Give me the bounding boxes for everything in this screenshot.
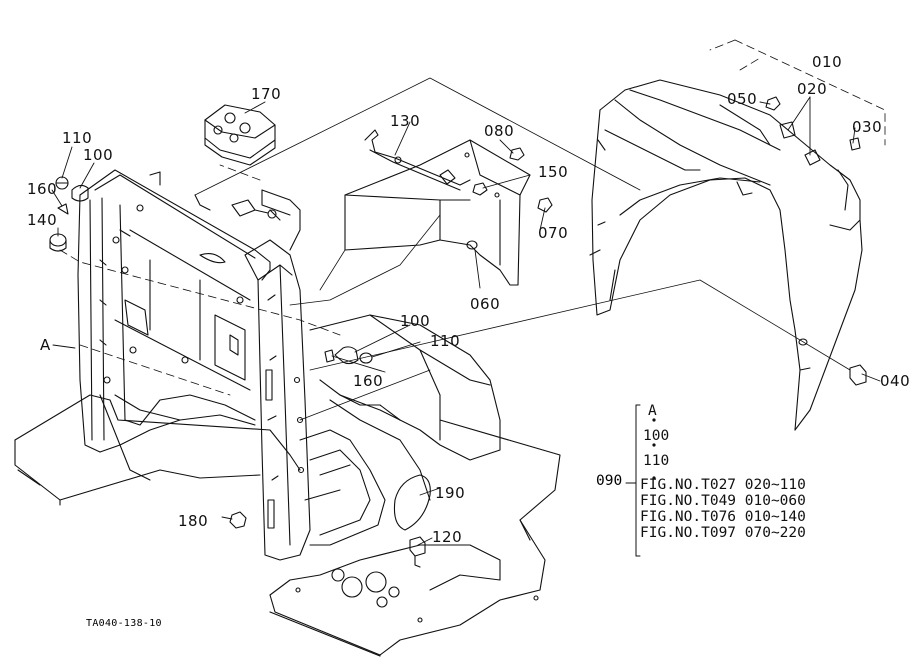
dash-post-right: [244, 189, 311, 561]
part-label-010: 010: [812, 53, 843, 71]
legend-item-110: 110: [643, 453, 670, 470]
part-label-030: 030: [852, 118, 883, 136]
floor-platform: [14, 394, 561, 657]
legend-dots: [652, 418, 656, 480]
part-label-170: 170: [251, 85, 282, 103]
part-label-100-center: 100: [400, 312, 431, 330]
shield-190: [393, 474, 431, 531]
part-label-080: 080: [484, 122, 515, 140]
part-label-180: 180: [178, 512, 209, 530]
assembly-lines: [194, 77, 851, 421]
part-label-190: 190: [435, 484, 466, 502]
part-label-040: 040: [880, 372, 911, 390]
reference-lines: [59, 39, 886, 396]
part-label-070: 070: [538, 224, 569, 242]
legend-table: A 100 110 FIG.NO.T027 020~110 FIG.NO.T04…: [636, 403, 806, 541]
part-label-130: 130: [390, 112, 421, 130]
legend-item-A: A: [648, 403, 657, 419]
part-label-150: 150: [538, 163, 569, 181]
legend-item-100: 100: [643, 428, 670, 445]
part-label-110-left: 110: [62, 129, 93, 147]
key-switch: [231, 199, 277, 219]
part-label-050: 050: [727, 90, 758, 108]
part-label-100-left: 100: [83, 146, 114, 164]
part-label-120: 120: [432, 528, 463, 546]
transmission-cover: [309, 314, 501, 501]
lower-bracket: [299, 429, 431, 546]
part-label-A: A: [40, 336, 51, 354]
legend-bracket: [625, 404, 641, 557]
bracket-plate-060: [344, 139, 531, 286]
drawing-code: TA040-138-10: [86, 618, 162, 629]
rod-130: [364, 129, 471, 191]
part-label-140: 140: [27, 211, 58, 229]
fasteners: [49, 96, 867, 568]
legend-figure-1: FIG.NO.T027 020~110: [640, 476, 806, 493]
part-label-110-center: 110: [430, 332, 461, 350]
fender-010: [589, 79, 863, 431]
leader-lines: [51, 96, 881, 546]
part-label-160-left: 160: [27, 180, 58, 198]
dash-panel-left: [77, 169, 271, 453]
legend-ref-090: 090: [596, 473, 623, 489]
part-label-160-center: 160: [353, 372, 384, 390]
legend-figure-3: FIG.NO.T076 010~140: [640, 508, 806, 525]
legend-figure-2: FIG.NO.T049 010~060: [640, 492, 806, 509]
part-label-060: 060: [470, 295, 501, 313]
part-label-020: 020: [797, 80, 828, 98]
relay-box-170: [204, 104, 276, 166]
legend-figure-4: FIG.NO.T097 070~220: [640, 525, 806, 542]
